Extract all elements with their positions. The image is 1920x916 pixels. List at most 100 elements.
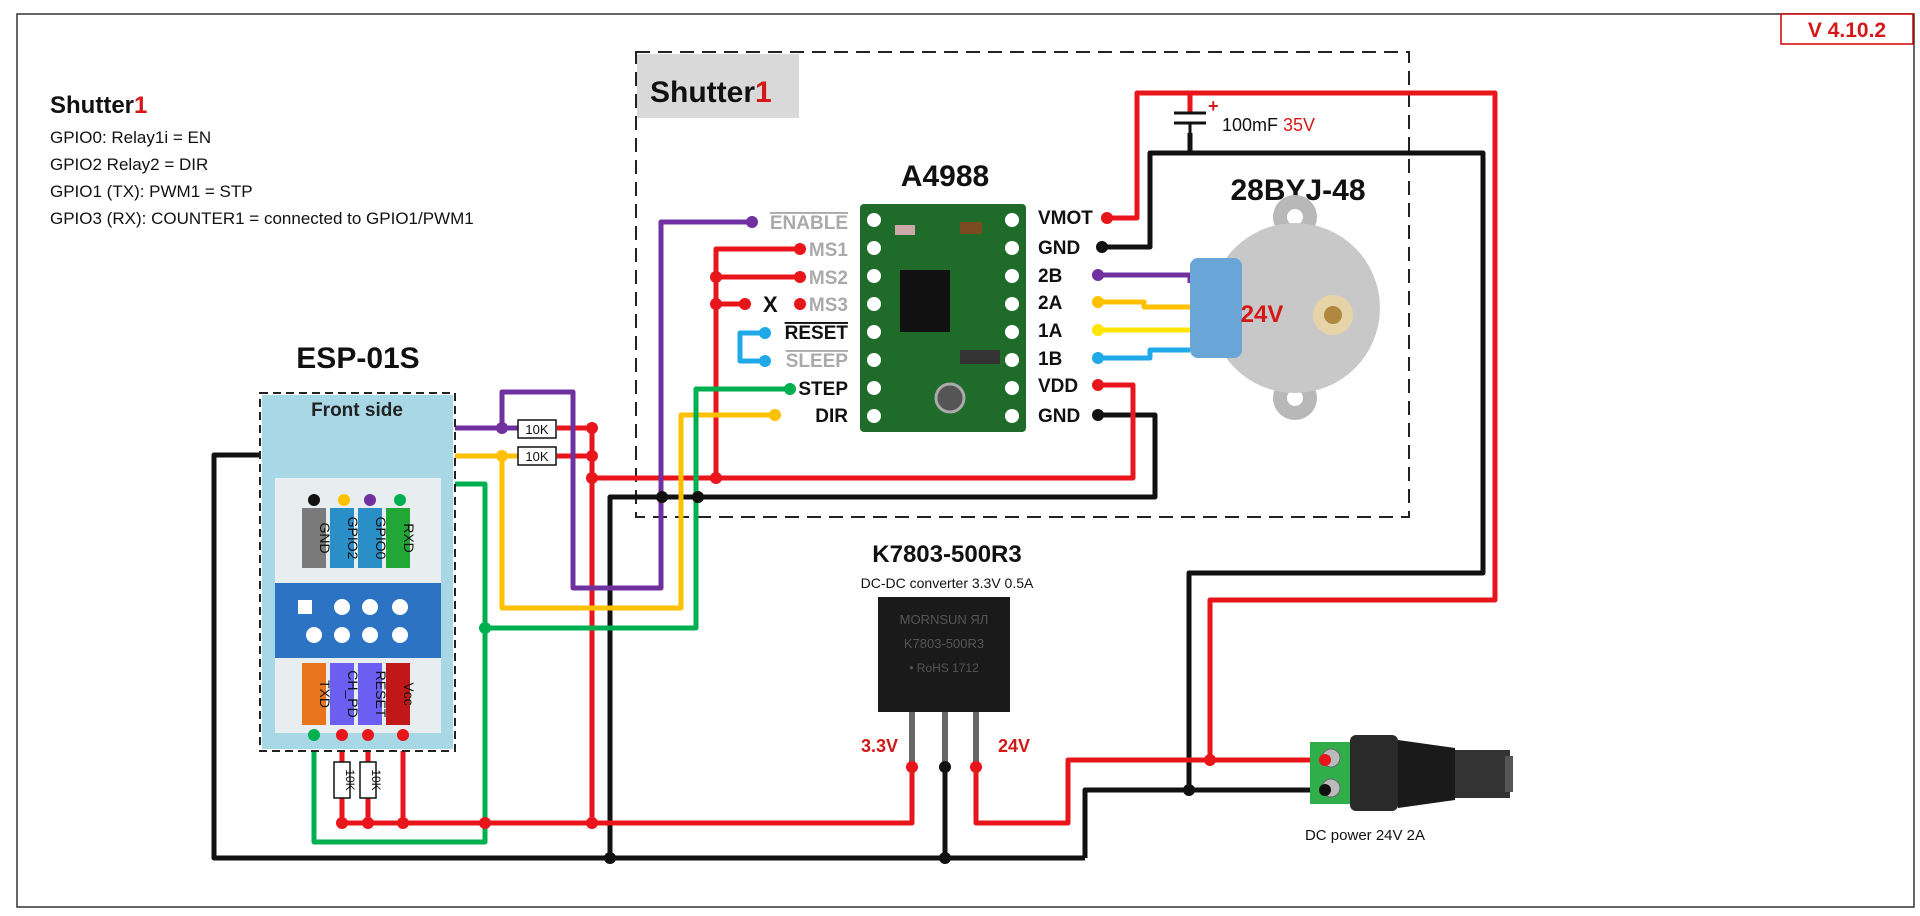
info-line-3: GPIO1 (TX): PWM1 = STP bbox=[50, 182, 253, 201]
pin-dot bbox=[1319, 784, 1331, 796]
pad bbox=[1005, 381, 1019, 395]
wire-2a bbox=[1098, 299, 1190, 310]
pin-dot bbox=[1096, 241, 1108, 253]
motor-voltage: 24V bbox=[1241, 301, 1284, 328]
jack-tip bbox=[1505, 756, 1513, 792]
label-step: STEP bbox=[798, 379, 848, 400]
pin-dot bbox=[784, 383, 796, 395]
wire-gnd-logic bbox=[607, 412, 1158, 858]
shutter-tag bbox=[637, 54, 799, 118]
pin-gnd bbox=[302, 508, 326, 568]
shutter-boundary bbox=[635, 51, 1410, 518]
pad bbox=[867, 297, 881, 311]
wire-24v-converter bbox=[973, 757, 1325, 826]
pin-dot bbox=[338, 494, 350, 506]
pin-label-rxd: RXD bbox=[401, 523, 417, 553]
pin-label-reset: RESET bbox=[373, 671, 389, 718]
driver-right-labels: VMOT GND 2B 2A 1A 1B VDD GND bbox=[1038, 208, 1093, 427]
driver-component bbox=[960, 222, 982, 234]
pad bbox=[867, 241, 881, 255]
info-line-2: GPIO2 Relay2 = DIR bbox=[50, 155, 208, 174]
junction-dot bbox=[479, 817, 491, 829]
pad bbox=[1005, 297, 1019, 311]
pin-dot bbox=[1101, 212, 1113, 224]
wire-vdd bbox=[592, 382, 1136, 481]
pin-reset bbox=[358, 663, 382, 725]
pin-label-vcc: Vcc bbox=[401, 682, 417, 705]
pad bbox=[1005, 269, 1019, 283]
pin-label-txd: TXD bbox=[317, 680, 333, 708]
wire-2b bbox=[1098, 272, 1193, 283]
resistor-label: 10K bbox=[369, 769, 383, 790]
converter-right-voltage: 24V bbox=[998, 736, 1030, 756]
pin-dot bbox=[308, 729, 320, 741]
pin-socket bbox=[362, 627, 378, 643]
label-dir: DIR bbox=[815, 406, 848, 427]
wire-1b bbox=[1098, 347, 1190, 361]
label-gnd-logic: GND bbox=[1038, 406, 1080, 427]
pad bbox=[1005, 241, 1019, 255]
pin-dot bbox=[394, 494, 406, 506]
jack-barrel bbox=[1398, 740, 1455, 808]
pin-socket bbox=[392, 599, 408, 615]
pin-dot bbox=[1319, 754, 1331, 766]
label-gnd-motor: GND bbox=[1038, 238, 1080, 259]
motor-shaft bbox=[1324, 306, 1342, 324]
pad bbox=[867, 325, 881, 339]
junction-dot bbox=[479, 622, 491, 634]
label-vmot: VMOT bbox=[1038, 208, 1093, 229]
pad bbox=[867, 409, 881, 423]
pin-socket bbox=[334, 599, 350, 615]
converter-module: MORNSUN ЯЛ K7803-500R3 • RoHS 1712 3.3V … bbox=[861, 597, 1030, 773]
pin-dot bbox=[1092, 269, 1104, 281]
label-ms3: MS3 bbox=[809, 295, 848, 316]
dc-jack bbox=[1310, 735, 1513, 811]
junction-dot bbox=[1204, 754, 1216, 766]
converter-print: • RoHS 1712 bbox=[909, 661, 979, 675]
pad bbox=[867, 353, 881, 367]
driver-left-dots bbox=[739, 216, 806, 421]
label-1b: 1B bbox=[1038, 349, 1062, 370]
wire-gnd-jack bbox=[1082, 787, 1325, 858]
pin-gpio0 bbox=[358, 508, 382, 568]
driver-potentiometer bbox=[934, 382, 966, 414]
junction-dot bbox=[692, 491, 704, 503]
pin-dot bbox=[1092, 352, 1104, 364]
driver-pads bbox=[867, 213, 1019, 423]
label-enable: ENABLE bbox=[770, 213, 848, 234]
pin-socket bbox=[298, 600, 312, 614]
shutter-title: Shutter1 bbox=[650, 76, 772, 109]
converter-print: MORNSUN ЯЛ bbox=[900, 612, 989, 627]
label-sleep: SLEEP bbox=[786, 351, 849, 372]
junction-dot bbox=[586, 450, 598, 462]
diagram-frame bbox=[16, 13, 1915, 908]
pin-dot bbox=[906, 761, 918, 773]
pin-dot bbox=[362, 729, 374, 741]
wire-txd bbox=[311, 628, 488, 845]
pin-dot bbox=[759, 355, 771, 367]
label-vdd: VDD bbox=[1038, 376, 1078, 397]
jack-body bbox=[1350, 735, 1398, 811]
esp-title: ESP-01S bbox=[296, 342, 419, 375]
pad bbox=[1005, 213, 1019, 227]
pin-dot bbox=[794, 298, 806, 310]
converter-subtitle: DC-DC converter 3.3V 0.5A bbox=[861, 575, 1034, 591]
resistor-gpio2 bbox=[517, 446, 557, 466]
junction-dot bbox=[939, 852, 951, 864]
pad bbox=[1005, 325, 1019, 339]
driver-component bbox=[895, 225, 915, 235]
wire-enable bbox=[499, 219, 752, 591]
junction-dot bbox=[710, 472, 722, 484]
driver-chip bbox=[900, 270, 950, 332]
label-ms1: MS1 bbox=[809, 240, 849, 261]
motor-connector-housing bbox=[1190, 258, 1242, 358]
pin-dot bbox=[308, 494, 320, 506]
info-line-1: GPIO0: Relay1i = EN bbox=[50, 128, 211, 147]
resistor-reset bbox=[359, 761, 377, 799]
version-label: V 4.10.2 bbox=[1808, 19, 1886, 42]
pin-label-gpio0: GPIO0 bbox=[373, 517, 389, 560]
capacitor-plus: + bbox=[1208, 96, 1219, 116]
pad bbox=[1005, 353, 1019, 367]
